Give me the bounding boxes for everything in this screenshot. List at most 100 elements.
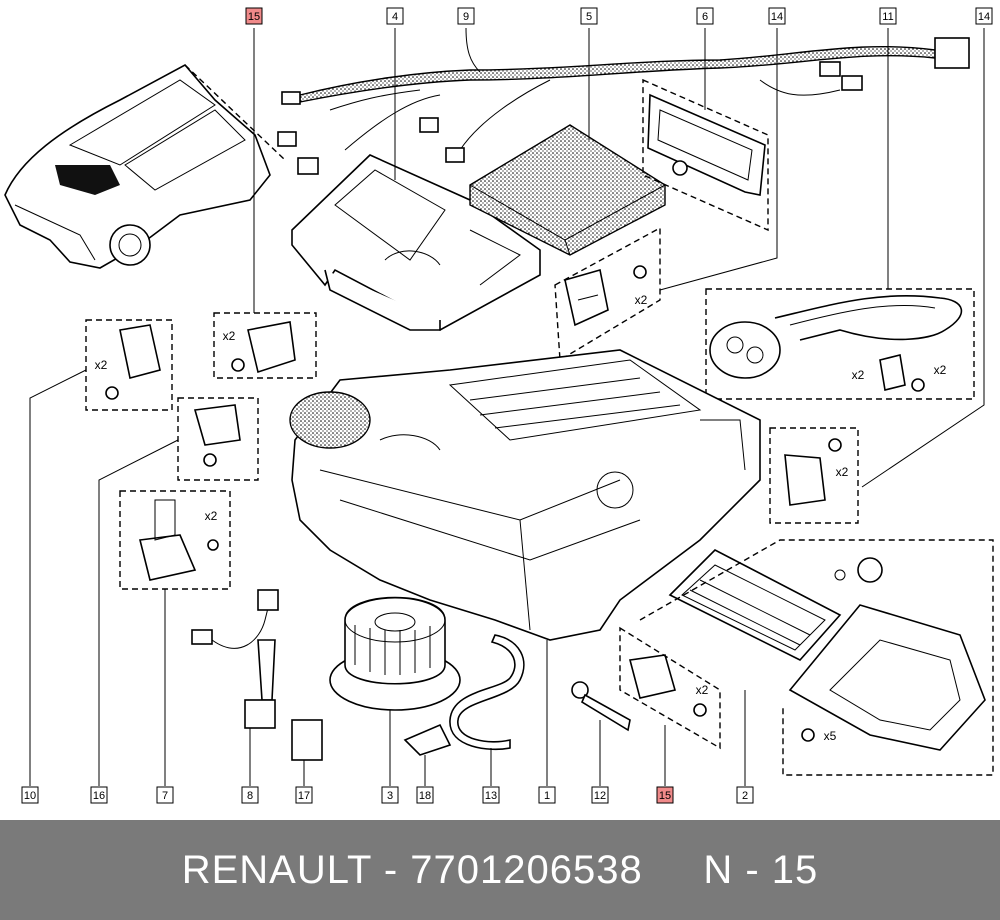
callout-label: 1	[544, 790, 550, 802]
callout-box	[295, 786, 313, 804]
quantity-label: x2	[95, 358, 108, 372]
heater-matrix-assembly	[639, 539, 994, 776]
callout-label: 16	[93, 790, 105, 802]
callout-label: 10	[24, 790, 36, 802]
callout-box	[21, 786, 39, 804]
callout-15: 15	[245, 7, 263, 25]
heater-unit-main	[289, 349, 761, 641]
quantity-label: x5	[824, 729, 837, 743]
car-illustration	[4, 63, 286, 269]
callout-box	[386, 7, 404, 25]
callout-4: 4	[386, 7, 404, 25]
callout-label: 7	[162, 790, 168, 802]
callout-box	[245, 7, 263, 25]
callout-box	[656, 786, 674, 804]
blower-motor	[329, 596, 461, 711]
quantity-label: x2	[223, 329, 236, 343]
callout-label: 15	[248, 11, 260, 23]
quantity-labels: x2 x2 x2 x2 x2 x2 x2 x2 x5	[95, 293, 947, 743]
footer-separator: -	[383, 848, 399, 892]
callout-box	[696, 7, 714, 25]
footer-brand: RENAULT	[181, 848, 372, 892]
callout-box	[482, 786, 500, 804]
callout-label: 18	[419, 790, 431, 802]
upper-housing	[291, 154, 541, 331]
callout-box	[580, 7, 598, 25]
callout-label: 9	[463, 11, 469, 23]
callout-box	[736, 786, 754, 804]
callout-label: 12	[594, 790, 606, 802]
callout-box	[381, 786, 399, 804]
callout-box	[457, 7, 475, 25]
callout-5: 5	[580, 7, 598, 25]
callout-box	[538, 786, 556, 804]
callout-11: 11	[879, 7, 897, 25]
callout-label: 14	[978, 11, 990, 23]
callout-boxes: 15 4 9 5 6 14 11 14 10 16 7 8 17 3 18 13 1 12 15 2	[21, 7, 993, 804]
callout-label: 11	[882, 11, 893, 23]
quantity-label: x2	[696, 683, 709, 697]
callout-6: 6	[696, 7, 714, 25]
seal-grille	[642, 78, 769, 232]
callout-label: 2	[742, 790, 748, 802]
callout-14: 14	[975, 7, 993, 25]
callout-label: 13	[485, 790, 497, 802]
callout-box	[156, 786, 174, 804]
callout-12: 12	[591, 786, 609, 804]
heater-pipes	[705, 288, 975, 400]
callout-label: 6	[702, 11, 708, 23]
callout-label: 5	[586, 11, 592, 23]
callout-14: 14	[768, 7, 786, 25]
quantity-label: x2	[852, 368, 865, 382]
cable-13	[449, 634, 525, 751]
footer-caption: RENAULT - 7701206538 N - 15	[0, 820, 1000, 920]
footer-ref: N - 15	[703, 848, 819, 892]
callout-label: 14	[771, 11, 783, 23]
callout-box	[90, 786, 108, 804]
callout-18: 18	[416, 786, 434, 804]
quantity-label: x2	[934, 363, 947, 377]
callout-2: 2	[736, 786, 754, 804]
callout-label: 3	[387, 790, 393, 802]
callout-8: 8	[241, 786, 259, 804]
callout-13: 13	[482, 786, 500, 804]
harness-8	[191, 589, 279, 729]
callout-label: 8	[247, 790, 253, 802]
callout-box	[879, 7, 897, 25]
callout-15: 15	[656, 786, 674, 804]
quantity-label: x2	[205, 509, 218, 523]
callout-label: 15	[659, 790, 671, 802]
footer-part-number: 7701206538	[410, 848, 643, 892]
cabin-filter	[469, 124, 666, 256]
callout-box	[975, 7, 993, 25]
actuator-16	[177, 397, 259, 481]
resistor-7	[119, 490, 231, 590]
actuator-top	[554, 226, 661, 362]
actuator-10	[85, 319, 173, 411]
actuator-bottom	[619, 626, 721, 750]
leader-lines	[29, 27, 985, 786]
actuator-right	[769, 427, 859, 524]
callout-3: 3	[381, 786, 399, 804]
quantity-label: x2	[836, 465, 849, 479]
callout-17: 17	[295, 786, 313, 804]
callout-9: 9	[457, 7, 475, 25]
callout-box	[591, 786, 609, 804]
exploded-parts-diagram: x2 x2 x2 x2 x2 x2 x2 x2 x5 15 4 9 5 6 14 11 14 10 16 7 8 17 3…	[4, 7, 994, 804]
sensor-12	[571, 681, 631, 732]
connector-17	[291, 719, 323, 761]
callout-10: 10	[21, 786, 39, 804]
callout-box	[416, 786, 434, 804]
callout-box	[241, 786, 259, 804]
callout-box	[768, 7, 786, 25]
wiring-harness	[277, 37, 970, 175]
diagram-canvas: x2 x2 x2 x2 x2 x2 x2 x2 x5 15 4 9 5 6 14 11 14 10 16 7 8 17 3…	[4, 7, 994, 804]
callout-7: 7	[156, 786, 174, 804]
callout-label: 4	[392, 11, 398, 23]
actuator-top-left	[213, 312, 317, 379]
callout-16: 16	[90, 786, 108, 804]
callout-1: 1	[538, 786, 556, 804]
quantity-label: x2	[635, 293, 648, 307]
footer-bar: RENAULT - 7701206538 N - 15	[0, 820, 1000, 920]
callout-label: 17	[298, 790, 310, 802]
